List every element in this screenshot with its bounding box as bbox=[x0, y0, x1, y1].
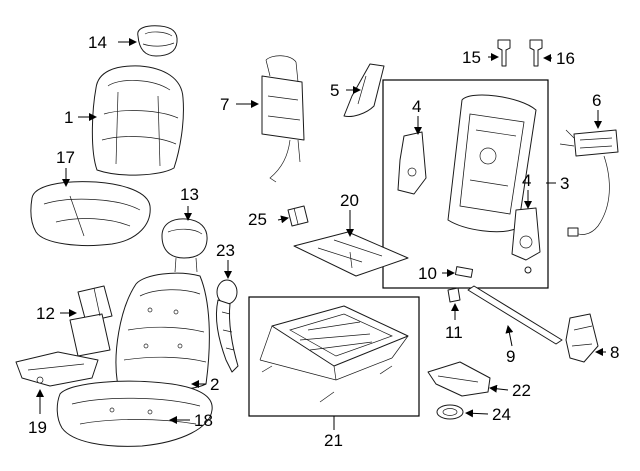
callout-25: 25 bbox=[248, 210, 267, 229]
part-bolt-16[interactable] bbox=[529, 39, 543, 67]
callout-2: 2 bbox=[210, 375, 219, 394]
callout-9: 9 bbox=[506, 347, 515, 366]
part-seat-track[interactable] bbox=[259, 305, 409, 403]
part-recliner-right[interactable] bbox=[511, 207, 541, 261]
seatback-frame-group-box bbox=[382, 79, 549, 289]
part-seat-control-module[interactable] bbox=[559, 129, 619, 237]
part-sensor[interactable] bbox=[454, 266, 474, 278]
part-seat-motor[interactable] bbox=[565, 313, 599, 363]
callout-labels: 14 1 17 13 23 12 2 18 19 7 5 4 4 3 6 15 … bbox=[28, 33, 619, 450]
part-side-panel[interactable] bbox=[69, 285, 113, 357]
callout-8: 8 bbox=[610, 343, 619, 362]
part-cushion-trim[interactable] bbox=[15, 351, 99, 387]
part-track-cover[interactable] bbox=[467, 285, 563, 345]
part-seat-cushion-pad[interactable] bbox=[56, 380, 213, 447]
part-headrest-cover[interactable] bbox=[137, 25, 178, 57]
part-sensor-mat[interactable] bbox=[293, 231, 409, 277]
callout-14: 14 bbox=[88, 33, 107, 52]
part-bolt-15[interactable] bbox=[497, 39, 511, 67]
callout-18: 18 bbox=[194, 411, 213, 430]
part-headrest[interactable] bbox=[161, 218, 208, 273]
part-seatback-cover[interactable] bbox=[91, 65, 184, 176]
callout-24: 24 bbox=[492, 405, 511, 424]
callout-20: 20 bbox=[340, 191, 359, 210]
part-small-clip[interactable] bbox=[447, 287, 461, 303]
callout-21: 21 bbox=[324, 431, 343, 450]
part-seatback-panel[interactable] bbox=[261, 55, 305, 183]
leader-lines bbox=[36, 38, 606, 430]
callout-22: 22 bbox=[512, 381, 531, 400]
callout-16: 16 bbox=[556, 49, 575, 68]
part-base-trim[interactable] bbox=[427, 361, 491, 397]
callout-1: 1 bbox=[64, 108, 73, 127]
part-wire-harness[interactable] bbox=[215, 279, 239, 373]
callout-11: 11 bbox=[445, 323, 463, 342]
callout-12: 12 bbox=[36, 304, 55, 323]
callout-4b: 4 bbox=[522, 171, 531, 190]
callout-17: 17 bbox=[56, 148, 75, 167]
callout-19: 19 bbox=[28, 418, 47, 437]
part-bolt[interactable] bbox=[524, 266, 532, 274]
part-seatback-pad[interactable] bbox=[115, 272, 210, 391]
part-ring[interactable] bbox=[436, 404, 464, 420]
callout-15: 15 bbox=[462, 48, 481, 67]
callout-5: 5 bbox=[330, 81, 339, 100]
part-recliner-left[interactable] bbox=[397, 131, 427, 195]
callout-10: 10 bbox=[418, 264, 437, 283]
callout-4a: 4 bbox=[412, 97, 421, 116]
part-side-bracket[interactable] bbox=[343, 63, 385, 117]
callout-3: 3 bbox=[560, 174, 569, 193]
callout-23: 23 bbox=[216, 241, 235, 260]
callout-7: 7 bbox=[220, 95, 229, 114]
callout-13: 13 bbox=[180, 185, 199, 204]
part-seatback-frame[interactable] bbox=[447, 94, 537, 233]
part-clip[interactable] bbox=[287, 205, 309, 227]
part-seat-cushion-cover[interactable] bbox=[30, 181, 151, 246]
callout-6: 6 bbox=[592, 91, 601, 110]
